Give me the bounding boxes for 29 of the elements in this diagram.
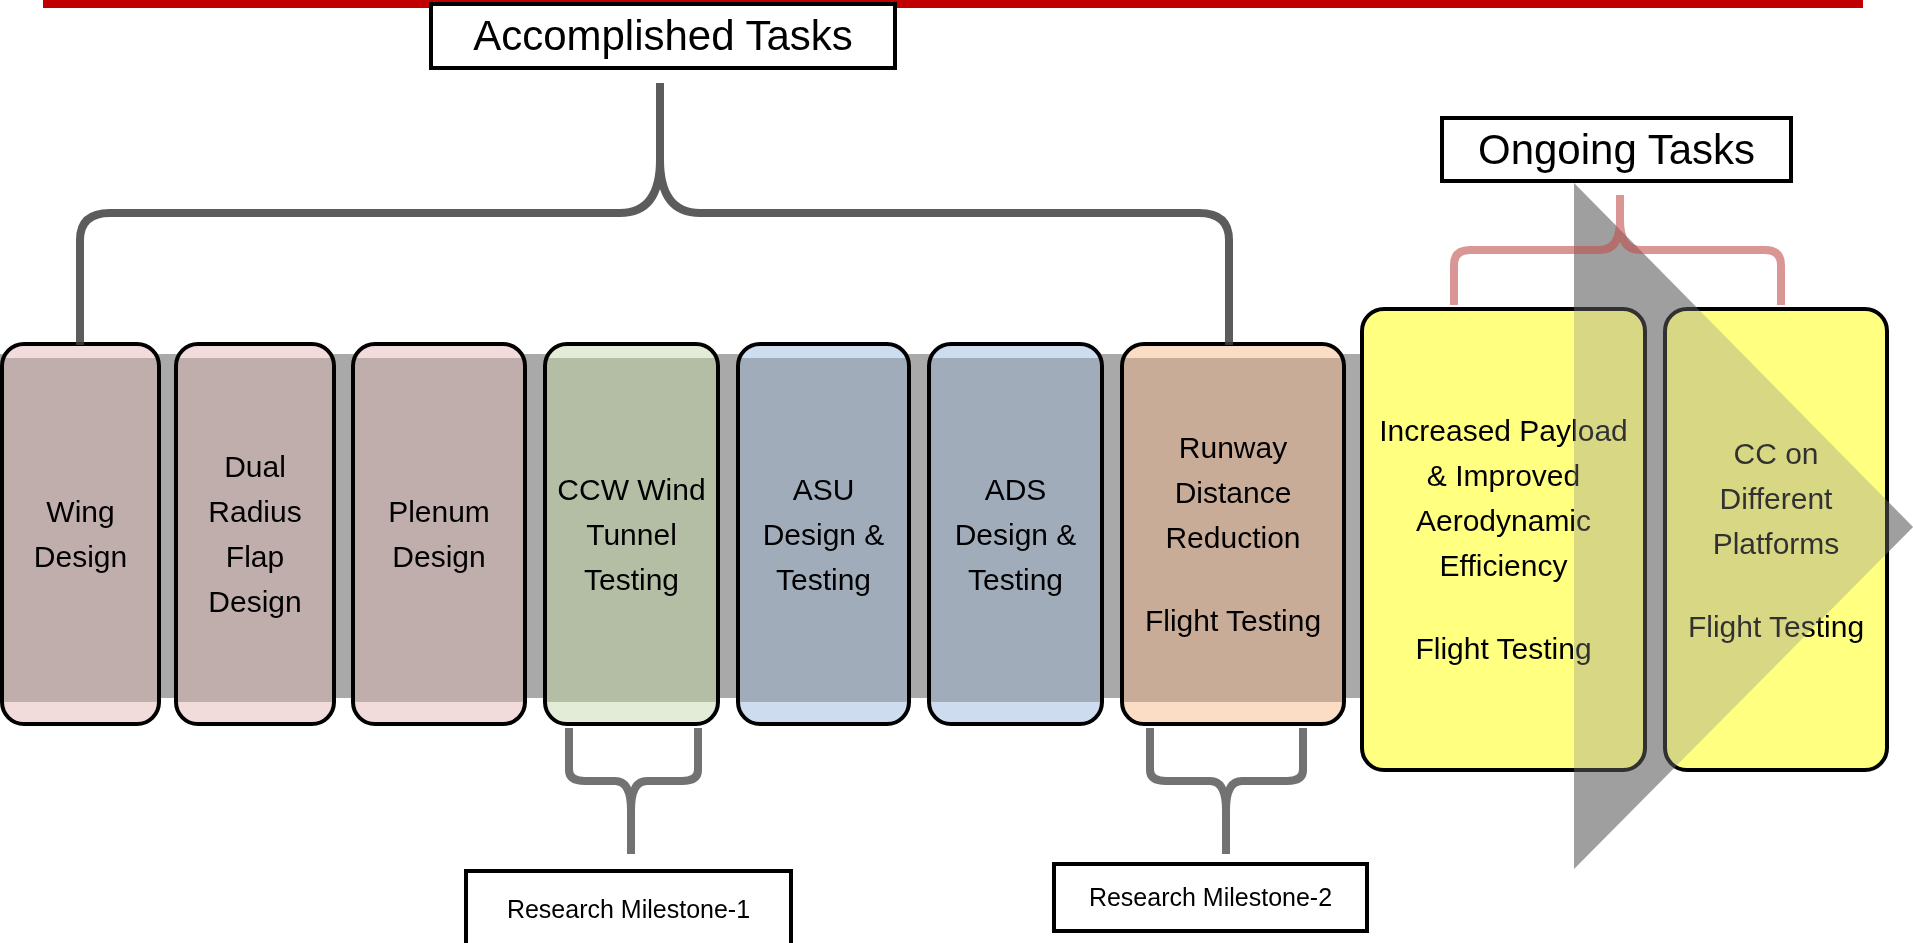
task-label: CCW Wind Tunnel Testing bbox=[556, 471, 707, 598]
task-box bbox=[0, 342, 161, 726]
task-label: ASU Design & Testing bbox=[761, 471, 886, 598]
task-label: Increased Payload & Improved Aerodynamic Efficiency bbox=[1378, 413, 1629, 584]
task-label: Runway Distance Reduction bbox=[1164, 430, 1302, 556]
task-label: Wing Design bbox=[32, 494, 129, 575]
task-box bbox=[351, 342, 527, 726]
task-label: Dual Radius Flap Design bbox=[207, 449, 303, 620]
heading-box bbox=[429, 2, 897, 70]
task-box bbox=[543, 342, 720, 726]
task-box bbox=[736, 342, 911, 726]
task-label: CC on Different Platforms bbox=[1711, 435, 1841, 562]
heading-box bbox=[1440, 116, 1793, 183]
task-label: ADS Design & Testing bbox=[953, 471, 1078, 598]
heading-label: Ongoing Tasks bbox=[1477, 125, 1756, 174]
task-box bbox=[1663, 307, 1889, 772]
heading-label: Research Milestone-2 bbox=[1088, 883, 1333, 912]
heading-box bbox=[464, 869, 793, 943]
task-label: Flight Testing bbox=[1415, 631, 1592, 667]
heading-label: Research Milestone-1 bbox=[506, 894, 751, 924]
task-label: Flight Testing bbox=[1687, 608, 1865, 645]
task-box bbox=[1120, 342, 1346, 726]
task-box bbox=[174, 342, 336, 726]
task-box bbox=[927, 342, 1104, 726]
task-label: Flight Testing bbox=[1144, 603, 1322, 639]
heading-box bbox=[1052, 862, 1369, 933]
task-label: Plenum Design bbox=[387, 494, 491, 575]
task-box bbox=[1360, 307, 1647, 772]
heading-label: Accomplished Tasks bbox=[473, 12, 853, 60]
